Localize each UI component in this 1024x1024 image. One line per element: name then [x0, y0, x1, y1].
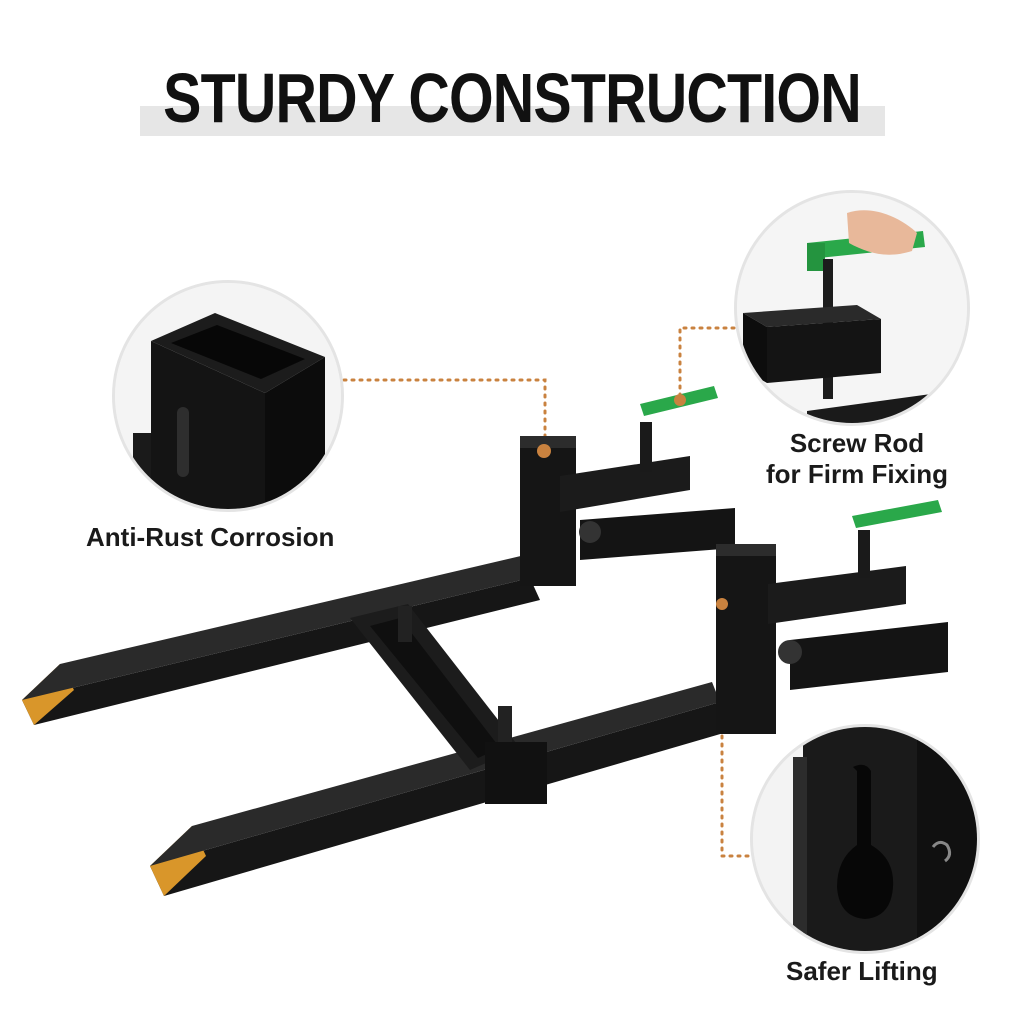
right-handle: [852, 500, 942, 528]
detail-circle-screw-rod: [734, 190, 970, 426]
right-fork: [150, 682, 734, 896]
callout-screw-rod-line1: Screw Rod: [789, 428, 925, 458]
leader-screw: [678, 326, 736, 402]
keyhole-slot-icon: [837, 764, 894, 919]
cross-brace: [350, 604, 547, 804]
callout-screw-rod-line2: for Firm Fixing: [766, 459, 948, 489]
callout-anti-rust: Anti-Rust Corrosion: [86, 522, 335, 552]
callout-screw-rod: Screw Rod for Firm Fixing: [752, 428, 962, 490]
detail-circle-keyhole-slot: [750, 724, 980, 954]
page-title: STURDY CONSTRUCTION: [163, 59, 862, 137]
title-highlight-band: [140, 106, 885, 136]
detail-circle-tube: [112, 280, 344, 512]
dot-marker: [537, 444, 551, 458]
leader-lines: [342, 326, 752, 858]
callout-safer-lifting: Safer Lifting: [786, 956, 938, 986]
leader-safer: [720, 598, 752, 858]
hand-icon: [847, 210, 917, 255]
right-clamp: [716, 500, 948, 734]
leader-rust: [342, 378, 547, 450]
left-clamp: [520, 386, 735, 586]
